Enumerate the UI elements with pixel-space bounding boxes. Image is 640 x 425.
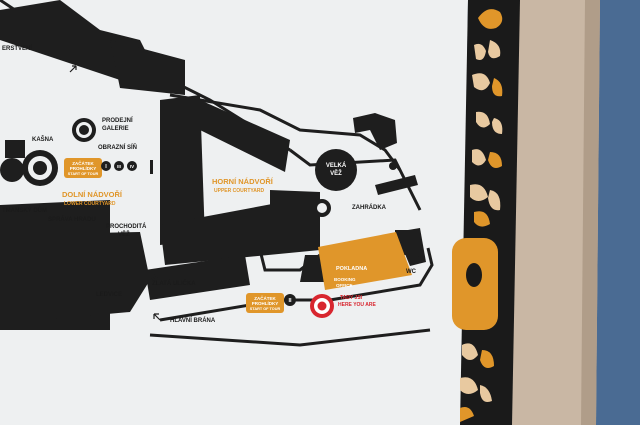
label-ledvice: LEDVICE [96,292,122,298]
label-tady-jsi-2: HERE YOU ARE [338,302,376,308]
label-dolni-nadvori: DOLNÍ NÁDVOŘÍ [62,190,123,199]
label-sprava-hradu: SPRÁVA HRADU [48,216,96,223]
label-pokladna: POKLADNA [336,266,367,272]
badge-upper-line-1: ZAČÁTEK [72,160,94,166]
label-obrazni-sin: OBRAZNÍ SÍŇ [98,143,137,151]
castle-building-icon [0,0,150,80]
tour-marker-iv: IV [130,164,134,169]
tour-marker-ii: II [288,298,292,304]
decorative-band-shapes [452,9,503,422]
tour-marker-i: I [105,164,107,170]
label-kasna: KAŠNA [32,135,54,143]
badge-upper-line-3: START OF TOUR [68,172,99,176]
badge-upper-line-2: PROHLÍDKY [70,164,97,171]
frame-post [496,0,600,425]
tour-marker-iii: III [117,164,121,169]
tour-markers-upper: I III IV [101,160,153,174]
booking-office-area [318,232,412,290]
label-hetmansky-dum: TMANSKÝ DŮM [2,206,47,214]
you-are-here-target-icon [310,294,334,318]
velka-vez-label-2: VĚŽ [330,169,342,177]
arrow-icon [69,65,423,321]
badge-lower-line-1: ZAČÁTEK [254,295,276,301]
frame-post-shadow [581,0,600,425]
start-of-tour-badge-upper: ZAČÁTEK PROHLÍDKY START OF TOUR [64,158,102,178]
wc-block [396,228,426,266]
tower-small [389,162,397,170]
label-booking-office-1: BOOKING [334,277,356,282]
label-prochodita-vez-2: VĚŽ [118,230,130,238]
castle-buildings [0,0,420,330]
label-prochodita-vez-1: PROCHODITÁ [106,223,147,230]
label-zahradka: ZAHRÁDKA [352,204,387,211]
label-zlata-ulicka: ZLATÁ ULIČKA [152,280,196,287]
tree-icon-3 [313,199,331,217]
label-upper-courtyard: UPPER COURTYARD [214,188,264,194]
label-prodejni-galerie-2: GALERIE [102,126,129,132]
label-wc: WC [406,269,417,275]
velka-vez-tower [315,149,357,191]
start-of-tour-badge-lower: ZAČÁTEK PROHLÍDKY START OF TOUR II [246,293,296,313]
tree-icon [72,118,96,142]
label-vrstveni: ERSTVENÍ [2,44,32,52]
badge-lower-line-3: START OF TOUR [250,307,281,311]
label-prodejni-galerie-1: PRODEJNÍ [102,116,133,124]
label-hlavni-brana: HLAVNÍ BRÁNA [170,316,216,324]
badge-lower-line-2: PROHLÍDKY [252,299,279,306]
label-lower-courtyard: LOWER COURTYARD [64,201,116,207]
label-horni-nadvori: HORNÍ NÁDVOŘÍ [212,177,274,186]
velka-vez-label-1: VELKÁ [326,162,347,169]
label-booking-office-2: OFFICE [336,283,353,288]
label-tady-jsi-1: TADY JSI [340,295,363,301]
tree-icon-2 [0,150,58,186]
